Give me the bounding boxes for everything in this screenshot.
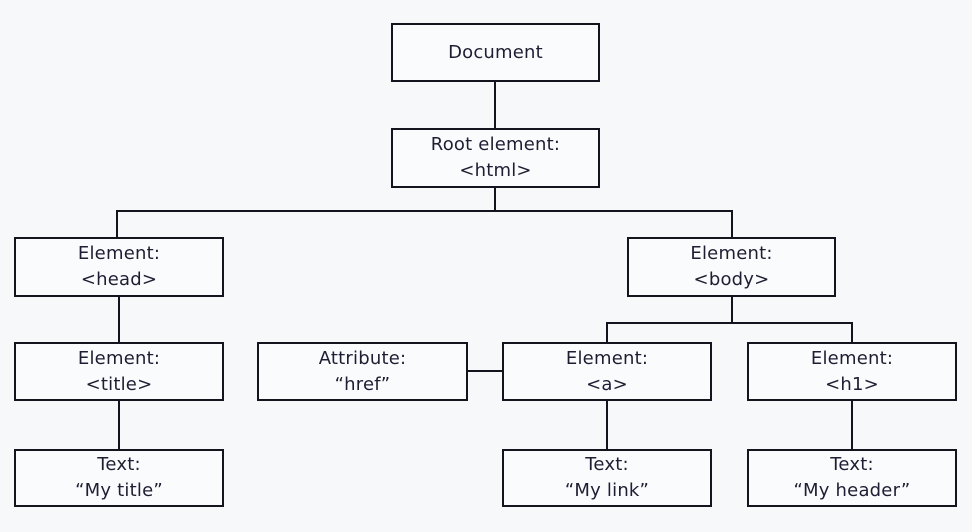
- node-body-label: Element:: [690, 243, 773, 264]
- node-element-head: Element: <head>: [14, 237, 224, 297]
- node-text-header-value: “My header”: [793, 480, 911, 501]
- node-text-link-label: Text:: [585, 454, 629, 475]
- connector-bus-head: [116, 210, 118, 237]
- node-root-element-html: Root element: <html>: [391, 128, 600, 188]
- node-text-my-link: Text: “My link”: [502, 449, 712, 507]
- connector-h1-text: [851, 401, 853, 449]
- node-h1-value: <h1>: [825, 373, 879, 395]
- node-attribute-href: Attribute: “href”: [257, 342, 468, 401]
- node-href-label: Attribute:: [318, 347, 407, 369]
- connector-document-html: [494, 82, 496, 128]
- connector-html-children-bus: [116, 210, 733, 212]
- node-element-title: Element: <title>: [14, 342, 224, 401]
- connector-href-a: [468, 370, 502, 372]
- node-html-label: Root element:: [430, 134, 561, 155]
- node-title-label: Element:: [77, 347, 161, 369]
- node-text-title-value: “My title”: [75, 480, 163, 501]
- connector-head-title: [118, 297, 120, 342]
- node-text-header-label: Text:: [830, 454, 874, 475]
- node-document: Document: [391, 23, 600, 82]
- connector-body-stem: [731, 297, 733, 324]
- node-element-body: Element: <body>: [627, 237, 836, 297]
- node-title-value: <title>: [85, 373, 153, 395]
- node-text-title-label: Text:: [97, 454, 141, 475]
- connector-bus-body: [731, 210, 733, 237]
- node-head-value: <head>: [80, 269, 158, 290]
- connector-a-text: [606, 401, 608, 449]
- node-a-label: Element:: [565, 347, 649, 369]
- node-href-value: “href”: [334, 373, 391, 395]
- node-text-my-title: Text: “My title”: [14, 449, 224, 507]
- connector-html-stem: [494, 188, 496, 212]
- connector-title-text: [118, 401, 120, 449]
- node-element-h1: Element: <h1>: [747, 342, 957, 401]
- connector-bus-a: [606, 322, 608, 342]
- node-document-label: Document: [448, 41, 543, 63]
- node-head-label: Element:: [77, 243, 161, 264]
- node-text-my-header: Text: “My header”: [747, 449, 957, 507]
- connector-body-children-bus: [606, 322, 853, 324]
- node-body-value: <body>: [693, 269, 770, 290]
- node-html-value: <html>: [459, 160, 532, 181]
- node-element-a: Element: <a>: [502, 342, 712, 401]
- node-text-link-value: “My link”: [564, 480, 650, 501]
- node-a-value: <a>: [586, 373, 628, 395]
- connector-bus-h1: [851, 322, 853, 342]
- node-h1-label: Element:: [810, 347, 894, 369]
